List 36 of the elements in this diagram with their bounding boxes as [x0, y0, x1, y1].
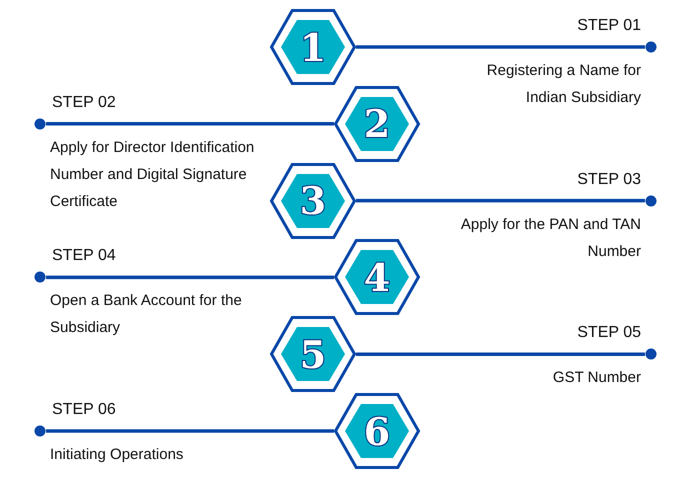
- step-number: 5: [298, 330, 328, 379]
- step-label: STEP 06: [52, 400, 116, 420]
- connector-line: [46, 429, 334, 433]
- end-dot: [34, 425, 46, 437]
- step-description: Apply for the PAN and TAN Number: [460, 214, 641, 262]
- step-description: Apply for Director Identification Number and Digital Signature Certificate: [50, 138, 255, 212]
- step-label: STEP 03: [577, 170, 641, 189]
- step-number: 3: [298, 177, 328, 226]
- step-label: STEP 02: [52, 92, 116, 112]
- end-dot: [645, 41, 657, 53]
- connector-line: [356, 45, 645, 49]
- step-description: GST Number: [552, 368, 641, 388]
- end-dot: [34, 271, 46, 284]
- step-label: STEP 04: [52, 246, 116, 266]
- step-number: 4: [362, 254, 392, 302]
- end-dot: [645, 194, 657, 207]
- hexagon-badge: [270, 9, 356, 85]
- end-dot: [645, 348, 657, 360]
- step-description: Registering a Name for Indian Subsidiary: [486, 61, 641, 108]
- step-label: STEP 05: [577, 323, 641, 342]
- connector-line: [46, 122, 334, 126]
- connector-line: [46, 276, 334, 280]
- hexagon-badge: [334, 86, 420, 162]
- hexagon-badge: [270, 162, 356, 239]
- step-number: 6: [362, 408, 392, 456]
- step-description: Initiating Operations: [50, 445, 184, 465]
- step-number: 1: [298, 24, 328, 72]
- step-description: Open a Bank Account for the Subsidiary: [50, 291, 243, 338]
- end-dot: [34, 118, 46, 130]
- hexagon-badge: [334, 393, 420, 469]
- step-number: 2: [362, 100, 392, 148]
- hexagon-badge: [334, 239, 420, 316]
- connector-line: [356, 198, 645, 202]
- connector-line: [356, 352, 645, 356]
- step-label: STEP 01: [577, 16, 641, 36]
- hexagon-badge: [270, 316, 356, 392]
